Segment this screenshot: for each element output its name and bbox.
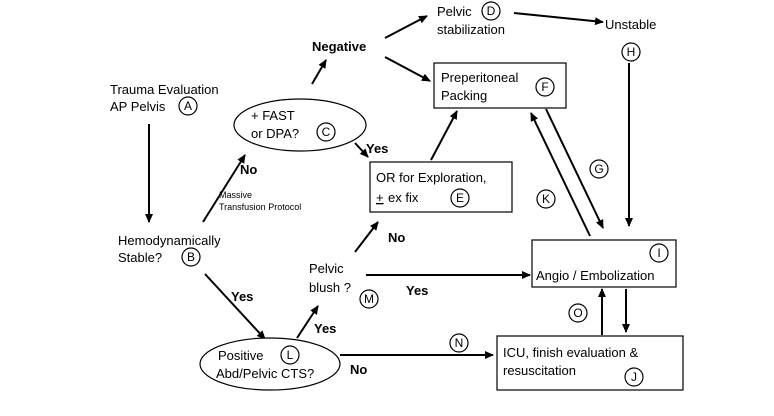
node-d-line2: stabilization: [437, 22, 505, 37]
label-yes-l: Yes: [314, 321, 336, 336]
node-d-pelvic-stabilization: Pelvic D stabilization: [437, 1, 505, 37]
label-yes-m: Yes: [406, 283, 428, 298]
node-c-letter: C: [322, 125, 331, 139]
node-i-angio-embolization: I Angio / Embolization: [531, 239, 677, 288]
node-f-letter: F: [541, 80, 548, 94]
node-a-trauma-evaluation: Trauma Evaluation AP Pelvis A: [110, 82, 219, 116]
arrows: [145, 12, 633, 359]
node-e-box: [369, 161, 513, 213]
edge-letter-o: O: [568, 303, 588, 323]
node-b-line2: Stable?: [118, 250, 162, 265]
node-j-letter: J: [631, 370, 637, 384]
node-j-icu: ICU, finish evaluation & resuscitation J: [496, 335, 684, 391]
node-e-letter: E: [456, 191, 464, 205]
arrow-i-to-f-k: [530, 112, 591, 237]
arrow-l-to-m: [296, 305, 319, 339]
node-b-letter: B: [187, 250, 195, 264]
node-e-letter-circle: [450, 188, 470, 208]
node-m-letter-circle: [359, 289, 379, 309]
arrow-b-to-c: [202, 154, 246, 223]
node-c-ellipse: [233, 98, 367, 152]
arrow-c-to-negative: [311, 59, 327, 85]
node-j-letter-circle: [624, 367, 644, 387]
node-e-plus-minus: +: [376, 190, 384, 205]
arrow-d-to-unstable: [513, 12, 604, 26]
node-m-pelvic-blush: Pelvic blush ? M: [309, 261, 379, 309]
edge-letter-n: N: [449, 333, 469, 353]
node-a-line1: Trauma Evaluation: [110, 82, 219, 97]
edge-k-letter: K: [542, 192, 550, 206]
node-l-line2: Abd/Pelvic CTS?: [216, 366, 314, 381]
label-yes-c: Yes: [366, 141, 388, 156]
node-c-fast-dpa: + FAST or DPA? C: [233, 98, 367, 152]
edge-letter-k: K: [536, 189, 556, 209]
edge-o-circle: [568, 303, 588, 323]
node-l-letter-circle: [280, 345, 300, 365]
node-i-letter: I: [657, 246, 660, 260]
node-l-letter: L: [287, 348, 294, 362]
node-c-letter-circle: [316, 122, 336, 142]
node-h-letter-circle: [621, 42, 641, 62]
arrow-f-to-i-g: [545, 108, 604, 229]
edge-n-letter: N: [455, 336, 464, 350]
node-i-label: Angio / Embolization: [536, 268, 655, 283]
node-j-line1: ICU, finish evaluation &: [503, 345, 638, 360]
arrow-negative-to-f: [384, 56, 431, 82]
node-c-line1: + FAST: [251, 108, 295, 123]
edge-n-circle: [449, 333, 469, 353]
node-a-letter: A: [184, 99, 192, 113]
node-h-letter: H: [627, 45, 636, 59]
arrow-e-to-f: [430, 110, 458, 161]
arrow-m-to-e: [354, 221, 379, 253]
node-f-preperitoneal-packing: Preperitoneal Packing F: [433, 62, 567, 109]
node-l-positive-cts: Positive L Abd/Pelvic CTS?: [199, 337, 341, 391]
label-negative: Negative: [312, 39, 366, 54]
node-b-line1: Hemodynamically: [118, 233, 221, 248]
node-f-letter-circle: [535, 77, 555, 97]
node-j-line2: resuscitation: [503, 363, 576, 378]
node-m-line1: Pelvic: [309, 261, 344, 276]
node-i-letter-circle: [649, 243, 669, 263]
node-b-hemodynamically-stable: Hemodynamically Stable? B: [118, 233, 221, 267]
node-m-letter: M: [364, 292, 374, 306]
label-no-e: No: [388, 230, 405, 245]
node-f-line2: Packing: [441, 88, 487, 103]
node-d-line1: Pelvic: [437, 4, 472, 19]
edge-g-circle: [589, 159, 609, 179]
node-l-ellipse: [199, 337, 341, 391]
node-c-line2: or DPA?: [251, 126, 299, 141]
node-f-line1: Preperitoneal: [441, 70, 518, 85]
node-d-letter: D: [487, 4, 496, 18]
node-e-or-exploration: OR for Exploration, + ex fix E: [369, 161, 513, 213]
label-no-b: No: [240, 162, 257, 177]
node-l-line1: Positive: [218, 348, 264, 363]
arrow-b-to-l: [204, 273, 266, 340]
arrow-negative-to-d: [384, 15, 428, 39]
node-e-line1: OR for Exploration,: [376, 170, 487, 185]
edge-k-circle: [536, 189, 556, 209]
label-massive-1: Massive: [219, 190, 252, 200]
node-m-line2: blush ?: [309, 280, 351, 295]
node-a-line2: AP Pelvis: [110, 99, 166, 114]
node-b-letter-circle: [181, 247, 201, 267]
label-yes-b: Yes: [231, 289, 253, 304]
edge-letter-g: G: [589, 159, 609, 179]
label-massive-2: Transfusion Protocol: [219, 202, 301, 212]
node-j-box: [496, 335, 684, 391]
node-d-letter-circle: [481, 1, 501, 21]
edge-o-letter: O: [573, 306, 582, 320]
node-a-letter-circle: [178, 96, 198, 116]
label-no-l: No: [350, 362, 367, 377]
node-h-label: Unstable: [605, 17, 656, 32]
node-h-unstable: Unstable H: [605, 17, 656, 62]
arrow-c-to-e: [354, 142, 369, 158]
edge-g-letter: G: [594, 162, 603, 176]
node-e-line2: ex fix: [388, 190, 419, 205]
